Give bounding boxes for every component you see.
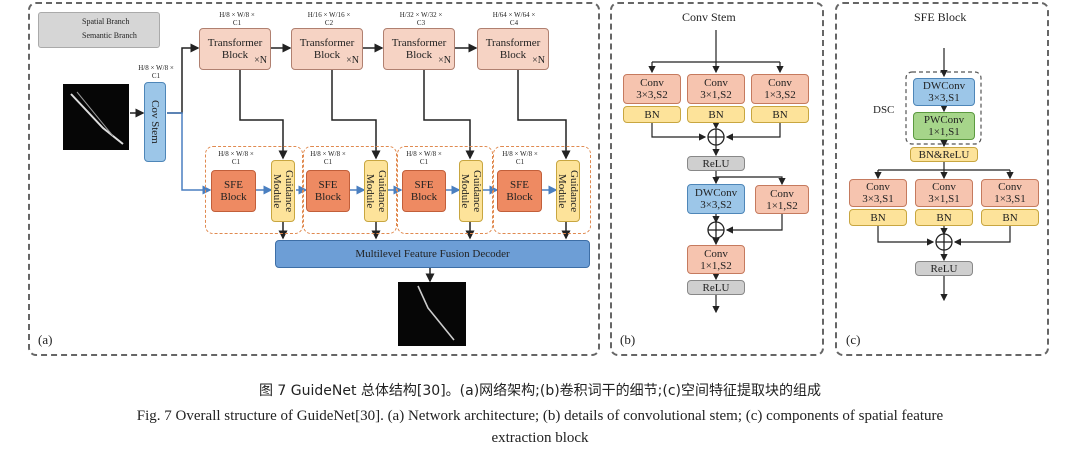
sfe-dims-1: H/8 × W/8 × C1 xyxy=(218,150,254,166)
dsc-label: DSC xyxy=(873,104,895,116)
conv-1x1-s2-skip: Conv 1×1,S2 xyxy=(755,185,809,214)
relu-1: ReLU xyxy=(687,156,745,171)
bn-c-2: BN xyxy=(915,209,973,226)
legend xyxy=(38,12,160,48)
sfe-block-4: SFE Block xyxy=(497,170,542,212)
transformer-block-3: Transformer Block×N xyxy=(383,28,455,70)
sfe-group-3 xyxy=(397,146,493,234)
guidance-module-3: Guidance Module xyxy=(459,160,483,222)
sfe-group-2 xyxy=(303,146,397,234)
transformer-block-2: Transformer Block×N xyxy=(291,28,363,70)
legend-semantic-label: Semantic Branch xyxy=(82,31,137,40)
dwconv-3x3-s1: DWConv 3×3,S1 xyxy=(913,78,975,106)
caption-en-line2: extraction block xyxy=(491,430,589,446)
relu-c: ReLU xyxy=(915,261,973,276)
legend-spatial-label: Spatial Branch xyxy=(82,17,130,26)
conv-3x1-s1: Conv 3×1,S1 xyxy=(915,179,973,207)
panel-b-title: Conv Stem xyxy=(682,10,736,24)
conv-3x3-s2: Conv 3×3,S2 xyxy=(623,74,681,104)
caption-zh: 图 7 GuideNet 总体结构[30]。(a)网络架构;(b)卷积词干的细节… xyxy=(258,383,822,399)
sfe-block-1: SFE Block xyxy=(211,170,256,212)
conv-1x3-s2: Conv 1×3,S2 xyxy=(751,74,809,104)
guidance-module-4: Guidance Module xyxy=(556,160,580,222)
sfe-block-2: SFE Block xyxy=(306,170,350,212)
sfe-dims-4: H/8 × W/8 × C1 xyxy=(502,150,538,166)
panel-b-label: (b) xyxy=(620,332,636,347)
panel-b xyxy=(610,2,824,356)
conv-3x3-s1: Conv 3×3,S1 xyxy=(849,179,907,207)
transformer-dims-1: H/8 × W/8 × C1 xyxy=(219,11,255,27)
panel-a-label: (a) xyxy=(38,332,53,347)
panel-c xyxy=(835,2,1049,356)
conv-1x1-s2: Conv 1×1,S2 xyxy=(687,245,745,274)
transformer-dims-3: H/32 × W/32 × C3 xyxy=(399,11,443,27)
bn-relu: BN&ReLU xyxy=(910,147,978,162)
transformer-block-1: Transformer Block×N xyxy=(199,28,271,70)
guidance-module-2: Guidance Module xyxy=(364,160,388,222)
panel-a xyxy=(28,2,600,356)
guidance-module-1: Guidance Module xyxy=(271,160,295,222)
conv-stem-box: Cov Stem xyxy=(144,82,166,162)
bn-2: BN xyxy=(687,106,745,123)
caption-en-line1: Fig. 7 Overall structure of GuideNet[30]… xyxy=(136,408,944,424)
sfe-group-1 xyxy=(205,146,303,234)
transformer-block-4: Transformer Block×N xyxy=(477,28,549,70)
bn-c-3: BN xyxy=(981,209,1039,226)
conv-3x1-s2: Conv 3×1,S2 xyxy=(687,74,745,104)
stem-dims: H/8 × W/8 × C1 xyxy=(138,64,174,80)
bn-3: BN xyxy=(751,106,809,123)
multilevel-decoder: Multilevel Feature Fusion Decoder xyxy=(275,240,590,268)
bn-1: BN xyxy=(623,106,681,123)
bn-c-1: BN xyxy=(849,209,907,226)
transformer-dims-4: H/64 × W/64 × C4 xyxy=(492,11,536,27)
sfe-dims-3: H/8 × W/8 × C1 xyxy=(406,150,442,166)
transformer-dims-2: H/16 × W/16 × C2 xyxy=(307,11,351,27)
input-image xyxy=(63,84,129,150)
dwconv-3x3-s2: DWConv 3×3,S2 xyxy=(687,184,745,214)
panel-c-title: SFE Block xyxy=(914,10,967,24)
panel-c-label: (c) xyxy=(846,332,861,347)
relu-2: ReLU xyxy=(687,280,745,295)
sfe-group-4 xyxy=(493,146,591,234)
sfe-dims-2: H/8 × W/8 × C1 xyxy=(310,150,346,166)
pwconv-1x1-s1: PWConv 1×1,S1 xyxy=(913,112,975,140)
output-image xyxy=(398,282,466,346)
conv-1x3-s1: Conv 1×3,S1 xyxy=(981,179,1039,207)
sfe-block-3: SFE Block xyxy=(402,170,446,212)
